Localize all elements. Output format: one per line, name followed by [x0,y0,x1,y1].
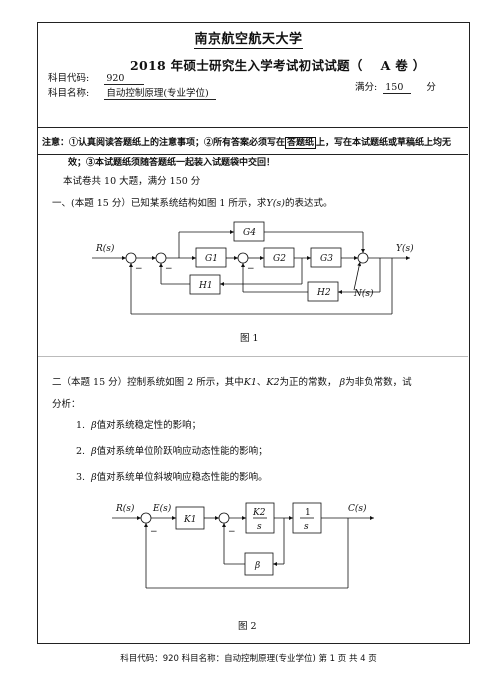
q2-item-2: 2. β值对系统单位阶跃响应动态性能的影响； [76,446,268,457]
block-g1 [195,247,227,268]
paper-code: A 卷 ） [380,58,426,73]
exam-intro: 本试卷共 10 大题，满分 150 分 [63,176,201,187]
divider [38,356,468,357]
g1-label: G1 [205,254,218,264]
subject-name-row: 科目名称: 自动控制原理(专业学位) [48,85,217,100]
g3-label: G3 [320,254,333,264]
full-score-row: 满分: 150 分 [355,82,436,94]
one-label: 1 [305,508,311,518]
q1-text: 一、(本题 15 分）已知某系统结构如图 1 所示，求Y(s)的表达式。 [52,198,333,209]
fig2-error-label: E(s) [152,503,172,514]
fig2-input-label: R(s) [115,503,135,514]
minus-sign: − [135,264,143,274]
full-score: 150 [383,82,412,94]
exam-title: 2018 年硕士研究生入学考试初试试题（A 卷 ） [130,58,426,73]
minus-sign: − [165,264,173,274]
q2-text: 二（本题 15 分）控制系统如图 2 所示，其中K1、K2为正的常数， β为非负… [52,377,412,388]
q2-item-3: 3. β值对系统单位斜坡响应稳态性能的影响。 [76,472,268,483]
sum-junction-3 [237,252,249,264]
h2-label: H2 [316,288,331,298]
block-g2 [263,247,295,268]
figure-2-diagram: R(s) E(s) C(s) K1 K2 s 1 s β − − [112,502,374,589]
sum-junction-1 [140,512,152,524]
block-g4 [233,221,265,242]
exam-frame [37,22,470,644]
s-label: s [304,522,309,532]
fig1-input-label: R(s) [95,243,115,254]
h1-label: H1 [198,281,213,291]
block-h1 [189,274,221,295]
block-h2 [307,281,339,302]
subject-name: 自动控制原理(专业学位) [104,85,217,100]
g4-label: G4 [243,228,256,238]
minus-sign: − [150,527,158,537]
fig1-output-label: Y(s) [396,243,414,254]
university-title: 南京航空航天大学 [194,32,303,49]
divider [38,154,468,155]
answer-sheet-box: 答题纸 [285,137,317,149]
minus-sign: − [247,264,255,274]
block-g3 [310,247,342,268]
sum-junction-2 [155,252,167,264]
fig1-noise-label: N(s) [353,288,374,299]
figure-1-caption: 图 1 [240,333,259,344]
subject-code-row: 科目代码: 920 [48,70,145,85]
page-footer: 科目代码：920 科目名称：自动控制原理(专业学位) 第 1 页 共 4 页 [120,654,377,664]
subject-code: 920 [104,73,145,85]
s-label: s [257,522,262,532]
sum-junction-4 [357,252,369,264]
figure-2-caption: 图 2 [238,621,257,632]
sum-junction-1 [125,252,137,264]
figure-1-diagram: R(s) Y(s) N(s) G1 G2 G3 G4 H1 H2 − − − [92,221,414,315]
divider [38,127,468,128]
fig2-output-label: C(s) [348,503,367,514]
sum-junction-2 [218,512,230,524]
notice: 注意：①认真阅读答题纸上的注意事项；②所有答案必须写在答题纸上，写在本试题纸或草… [42,137,452,168]
q2-item-1: 1. β值对系统稳定性的影响； [76,420,202,431]
g2-label: G2 [273,254,286,264]
beta-label: β [254,561,260,571]
k1-label: K1 [183,515,196,525]
q2-text-2: 分析： [52,399,81,410]
minus-sign: − [228,527,236,537]
k2-label: K2 [252,508,266,518]
